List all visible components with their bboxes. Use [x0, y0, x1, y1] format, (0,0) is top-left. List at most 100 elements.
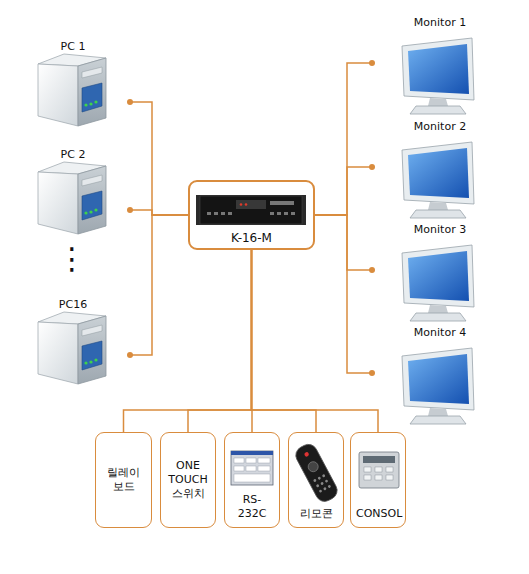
bus-connector [124, 250, 252, 432]
remote-key [323, 487, 327, 491]
device-button [221, 212, 225, 215]
connector-layer [124, 63, 379, 432]
node-label: Monitor 1 [400, 16, 480, 30]
bus-connector [315, 167, 372, 215]
device-body [200, 196, 302, 224]
window-cell [246, 466, 256, 471]
console-key [375, 475, 382, 480]
window-cell [258, 466, 270, 471]
bus-connector [315, 63, 372, 215]
pc-node: PC 2 [30, 148, 130, 238]
window-cell [258, 458, 270, 463]
device-button [207, 212, 211, 215]
node-label: Monitor 2 [400, 120, 480, 134]
device-button [214, 212, 218, 215]
console-body [359, 452, 399, 488]
device-button [270, 201, 294, 205]
bus-connector [130, 215, 188, 355]
bus-connector [252, 250, 379, 432]
pc-node: PC16 [30, 298, 130, 388]
remote-key [325, 479, 329, 483]
junction-dot [369, 267, 375, 273]
window-titlebar [231, 451, 273, 455]
node-label: PC16 [30, 298, 116, 312]
node-label: PC 2 [30, 148, 116, 162]
remote-key [319, 489, 323, 493]
monitor-node: Monitor 1 [372, 16, 480, 116]
node-label: 릴레이 보드 [102, 466, 146, 494]
node-label: Monitor 4 [400, 326, 480, 340]
monitor-icon [402, 245, 474, 321]
remote-pad [306, 460, 320, 474]
remote-key [316, 484, 320, 488]
remote-key [313, 479, 317, 483]
junction-dot [127, 352, 133, 358]
console-key [364, 467, 371, 472]
window-cell [234, 458, 244, 463]
console-illustration [359, 452, 399, 488]
rack-ear [196, 195, 306, 225]
window-frame [231, 451, 273, 485]
window-cell [246, 458, 256, 463]
pc-node: PC 1 [30, 40, 130, 130]
remote-key [320, 482, 324, 486]
pc-icon [38, 162, 106, 234]
junction-dot [127, 207, 133, 213]
junction-dot [369, 60, 375, 66]
junction-dot [369, 370, 375, 376]
remote-illustration [293, 441, 341, 504]
remote-key [322, 474, 326, 478]
bus-connector [130, 102, 188, 215]
monitor-icon [402, 38, 474, 114]
junction-dots [127, 60, 375, 376]
node-label: CONSOL [356, 507, 400, 521]
window-cells [234, 458, 270, 482]
node-label: K-16-M [231, 231, 272, 245]
bus-connector [252, 250, 317, 432]
device-led [245, 203, 248, 206]
console-keys [364, 467, 393, 480]
console-key [375, 467, 382, 472]
remote-key [317, 476, 321, 480]
monitor-node: Monitor 2 [372, 120, 480, 220]
window-cell [234, 474, 270, 482]
device-button [284, 212, 288, 215]
node-label: RS-232C [230, 493, 274, 521]
device-button [291, 212, 295, 215]
console-key [386, 475, 393, 480]
monitor-node: Monitor 3 [372, 223, 480, 323]
pc-icon [38, 54, 106, 126]
control-box: ONE TOUCH 스위치 [160, 432, 216, 528]
bus-connector [315, 215, 372, 373]
control-box: CONSOL [350, 432, 406, 528]
control-box: 릴레이 보드 [95, 432, 152, 528]
device-button [270, 212, 274, 215]
remote-body [293, 441, 341, 504]
device-led [240, 203, 243, 206]
pc-illustrations [38, 54, 106, 384]
pc-icon [38, 312, 106, 384]
monitor-icon [402, 348, 474, 424]
junction-dot [127, 99, 133, 105]
remote-button [304, 451, 310, 457]
junction-dot [369, 164, 375, 170]
control-box: 리모콘 [288, 432, 344, 528]
remote-keys [313, 474, 331, 493]
bus-connector [188, 250, 252, 432]
switcher-box: K-16-M [188, 180, 315, 250]
console-display [363, 456, 395, 463]
switcher-device [196, 195, 306, 225]
window-cell [234, 466, 244, 471]
monitor-icon [402, 142, 474, 218]
device-button [228, 212, 232, 215]
console-key [386, 467, 393, 472]
node-label: PC 1 [30, 40, 116, 54]
ellipsis-mark: ⋮ [52, 244, 92, 274]
node-label: Monitor 3 [400, 223, 480, 237]
remote-key [327, 485, 331, 489]
device-button [277, 212, 281, 215]
